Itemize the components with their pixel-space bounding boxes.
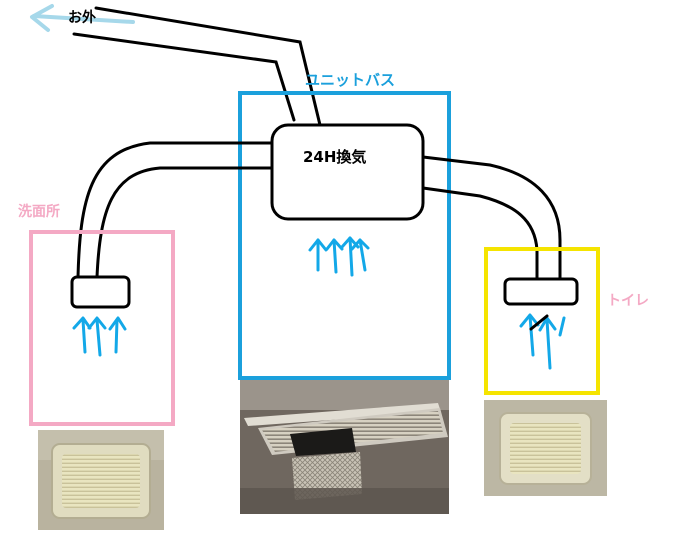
ventilator-label: 24H換気 (303, 148, 366, 166)
washroom-vent-unit (70, 275, 131, 309)
outside-label: お外 (68, 9, 96, 26)
toilet-duct (421, 155, 562, 281)
washroom-airflow-arrows-icon (72, 316, 127, 357)
unit-bath-label: ユニットバス (305, 71, 395, 89)
ventilator-box (270, 123, 425, 221)
bath-ventilator-photo (240, 380, 449, 514)
toilet-duct-marker (529, 314, 549, 331)
outside-arrow-icon (30, 4, 135, 32)
bath-airflow-arrows-icon (308, 236, 370, 277)
toilet-frame (484, 247, 600, 395)
toilet-label: トイレ (607, 293, 649, 309)
washroom-vent-photo (38, 430, 164, 530)
washroom-label: 洗面所 (18, 203, 60, 220)
unit-bath-frame (238, 91, 451, 380)
washroom-duct (76, 141, 274, 279)
toilet-vent-photo (484, 400, 607, 496)
toilet-vent-unit (503, 277, 579, 306)
washroom-frame (29, 230, 175, 426)
toilet-airflow-arrows-icon (519, 313, 566, 370)
exhaust-duct (72, 6, 322, 127)
